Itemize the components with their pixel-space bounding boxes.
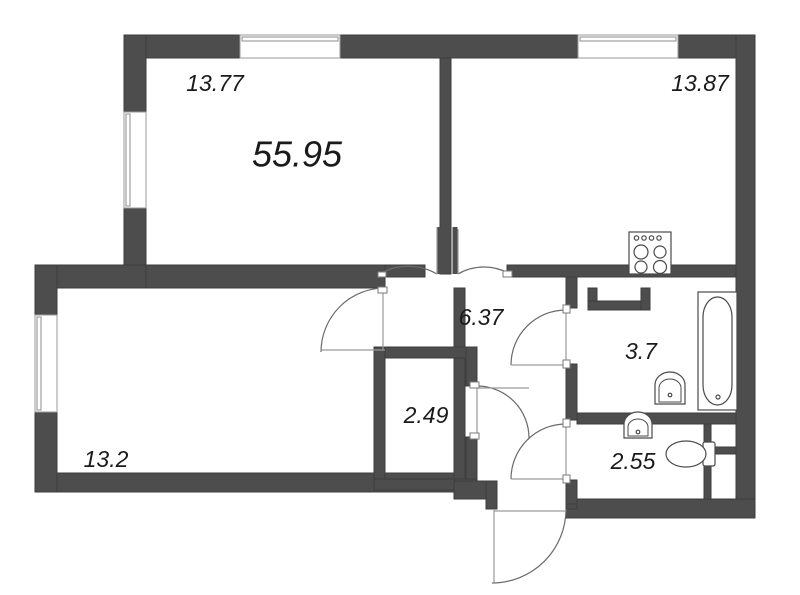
area-label-total: 55.95 [252,134,343,175]
door-living-room [377,227,443,278]
wall-top-middle [337,34,581,59]
wall-storage-top [373,346,478,359]
window-living-left [123,111,147,209]
door-entry [491,508,567,584]
area-label-wc: 2.55 [610,448,656,474]
fixture-layer [623,231,738,468]
wall-living-kitchen [439,57,452,275]
window-living-top [239,34,341,59]
wall-hall-bath [565,276,578,309]
window-kitchen-top [577,34,679,59]
wall-right-outer [735,34,756,519]
wall-storage-left [373,346,386,491]
door-wc [510,418,571,484]
wall-hall-bath-mid [565,363,578,421]
kitchen-stove-icon [628,231,672,275]
wall-left-living-upper [123,34,147,114]
area-label-storage: 2.49 [403,402,449,428]
wall-niche-right [640,287,651,311]
area-label-living-room: 13.77 [186,70,245,96]
area-label-kitchen: 13.87 [671,70,730,96]
toilet-icon [665,440,716,468]
door-bedroom [320,286,388,353]
door-storage [469,381,530,440]
wall-left-bedroom-upper [34,264,58,318]
wall-layer [34,34,756,519]
area-label-layer: 13.77 55.95 13.87 6.37 3.7 2.49 2.55 13.… [84,70,730,474]
sink-icon-bathroom [654,371,686,405]
area-label-bedroom: 13.2 [84,446,129,472]
wall-entry-left-stub [485,480,498,510]
door-bathroom [510,304,571,369]
area-label-hall: 6.37 [459,304,505,330]
wall-left-bedroom-lower [34,409,58,493]
bathtub-icon [697,291,738,411]
area-label-bathroom: 3.7 [625,338,658,364]
wall-storage-right-upper [465,346,478,387]
door-layer [320,227,571,584]
wall-bath-wc [576,412,737,425]
window-bedroom-left [34,314,58,413]
door-kitchen [452,227,513,278]
wall-bottom-right [565,498,756,519]
window-layer [34,34,679,413]
wall-hall-wc [565,479,578,505]
wall-living-bedroom [145,264,386,289]
wall-kitchen-bottom [506,264,737,278]
sink-icon-wc [623,411,653,439]
wall-left-living-lower [123,206,147,268]
